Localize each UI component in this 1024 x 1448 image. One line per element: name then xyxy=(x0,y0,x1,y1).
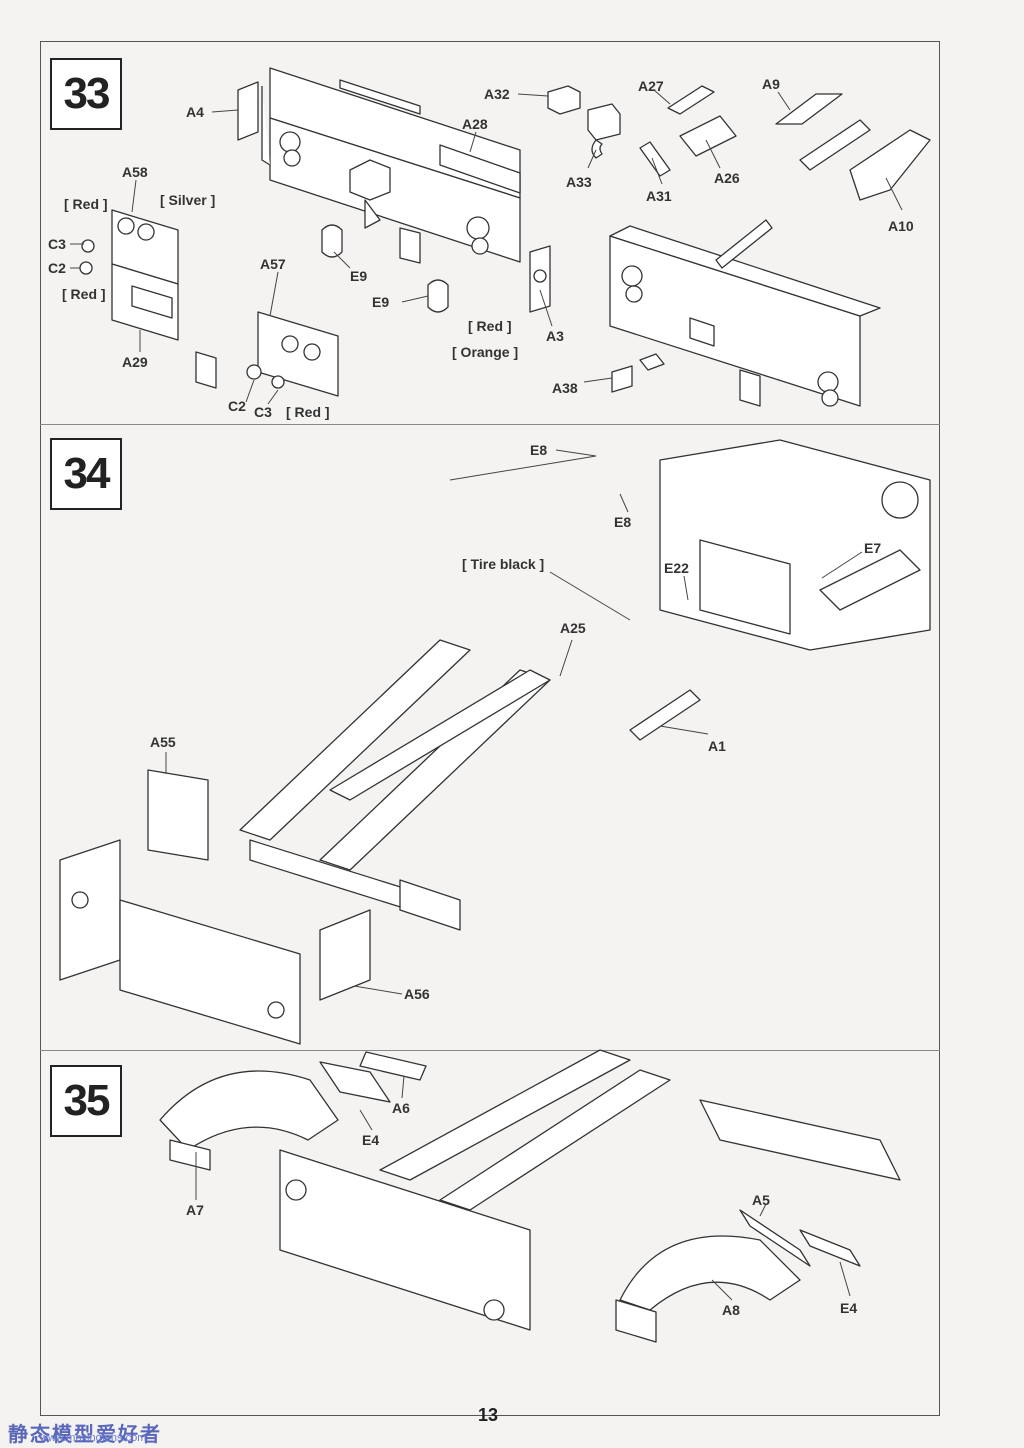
label-e22: E22 xyxy=(664,560,689,576)
label-e9: E9 xyxy=(372,294,390,310)
label-c3: C3 xyxy=(254,404,272,420)
step-33-number: 33 xyxy=(50,58,122,130)
label-a4: A4 xyxy=(186,104,204,120)
label-silver: [ Silver ] xyxy=(160,192,216,208)
page-frame xyxy=(40,41,940,1416)
step-35-number: 35 xyxy=(50,1065,122,1137)
part-e9 xyxy=(321,224,343,258)
step-34-chassis xyxy=(59,439,931,1045)
step-34-number: 34 xyxy=(50,438,122,510)
label-c2: C2 xyxy=(228,398,246,414)
label-e4: E4 xyxy=(840,1300,858,1316)
label-red: [ Red ] xyxy=(64,196,108,212)
label-red: [ Red ] xyxy=(468,318,512,334)
label-c2: C2 xyxy=(48,260,66,276)
step-33-bumper-beam xyxy=(261,67,521,264)
label-e8: E8 xyxy=(614,514,632,530)
label-a27: A27 xyxy=(638,78,664,94)
label-e9: E9 xyxy=(350,268,368,284)
label-a5: A5 xyxy=(752,1192,770,1208)
label-a56: A56 xyxy=(404,986,430,1002)
label-a8: A8 xyxy=(722,1302,740,1318)
step-divider xyxy=(40,424,940,425)
label-e7: E7 xyxy=(864,540,882,556)
label-a3: A3 xyxy=(546,328,564,344)
part-a4 xyxy=(237,81,259,141)
label-e4: E4 xyxy=(362,1132,380,1148)
part-e9 xyxy=(427,279,449,313)
label-a31: A31 xyxy=(646,188,672,204)
label-red: [ Red ] xyxy=(62,286,106,302)
label-a25: A25 xyxy=(560,620,586,636)
label-a58: A58 xyxy=(122,164,148,180)
step-35-chassis xyxy=(159,1049,901,1343)
label-a57: A57 xyxy=(260,256,286,272)
label-a28: A28 xyxy=(462,116,488,132)
label-a26: A26 xyxy=(714,170,740,186)
label-a55: A55 xyxy=(150,734,176,750)
label-tire-black: [ Tire black ] xyxy=(462,556,545,572)
step-divider xyxy=(40,1050,940,1051)
label-a38: A38 xyxy=(552,380,578,396)
label-a9: A9 xyxy=(762,76,780,92)
watermark-url: www.moxingfans.com xyxy=(40,1432,147,1444)
label-a10: A10 xyxy=(888,218,914,234)
label-orange: [ Orange ] xyxy=(452,344,519,360)
label-c3: C3 xyxy=(48,236,66,252)
label-a6: A6 xyxy=(392,1100,410,1116)
label-a33: A33 xyxy=(566,174,592,190)
label-a29: A29 xyxy=(122,354,148,370)
watermark-name: 静态模型爱好者 xyxy=(8,1424,162,1446)
label-e8: E8 xyxy=(530,442,548,458)
label-red: [ Red ] xyxy=(286,404,330,420)
label-a1: A1 xyxy=(708,738,726,754)
label-a32: A32 xyxy=(484,86,510,102)
label-a7: A7 xyxy=(186,1202,204,1218)
page-number: 13 xyxy=(478,1405,499,1425)
